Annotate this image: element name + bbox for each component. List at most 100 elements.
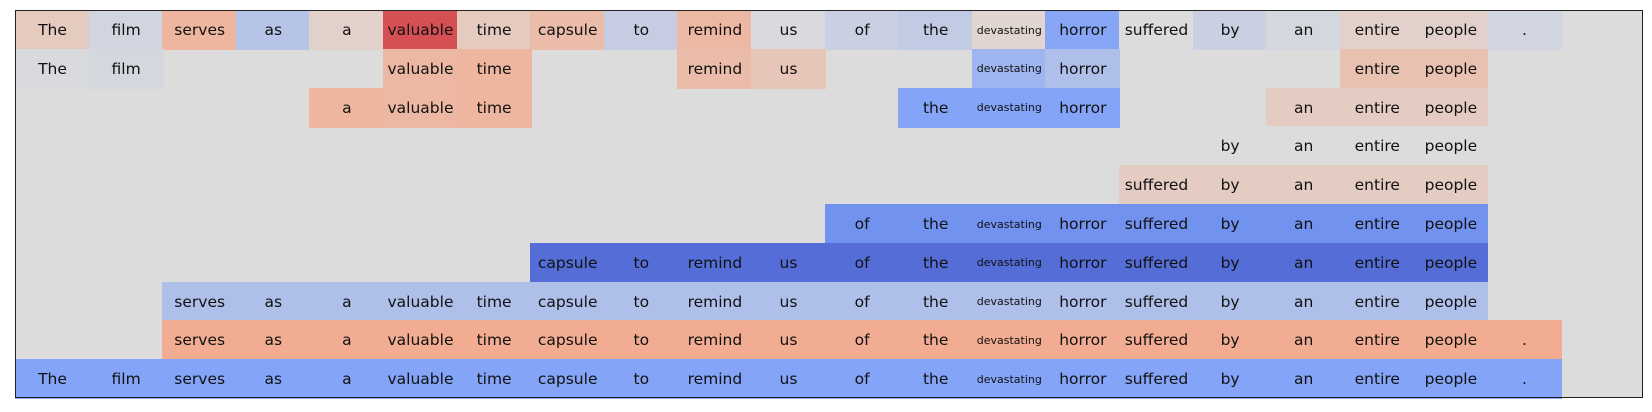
heatmap-cell: of bbox=[824, 10, 900, 50]
heatmap-cell: serves bbox=[162, 10, 238, 50]
heatmap-cell: serves bbox=[162, 281, 238, 322]
heatmap-cell: horror bbox=[1045, 359, 1121, 400]
heatmap-cell: entire bbox=[1339, 48, 1415, 89]
heatmap-cell: suffered bbox=[1119, 320, 1194, 361]
heatmap-cell: a bbox=[309, 320, 385, 361]
heatmap-cell: by bbox=[1192, 10, 1268, 50]
heatmap-cell: film bbox=[88, 359, 164, 400]
heatmap-cell: valuable bbox=[383, 10, 458, 50]
heatmap-cell: an bbox=[1266, 87, 1342, 128]
heatmap-cell: the bbox=[898, 359, 974, 400]
heatmap-cell: us bbox=[751, 281, 826, 322]
heatmap-cell: a bbox=[309, 359, 385, 400]
heatmap-cell: suffered bbox=[1119, 165, 1194, 206]
heatmap-cell: by bbox=[1192, 320, 1268, 361]
heatmap-cell: people bbox=[1413, 165, 1489, 206]
heatmap-cell: the bbox=[898, 87, 974, 128]
heatmap-cell: devastating bbox=[971, 359, 1047, 400]
heatmap-cell: the bbox=[898, 320, 974, 361]
heatmap-cell: horror bbox=[1045, 204, 1121, 244]
heatmap-cell: to bbox=[603, 10, 679, 50]
heatmap-cell: . bbox=[1487, 320, 1562, 361]
heatmap-cell: horror bbox=[1045, 281, 1121, 322]
heatmap-cell: remind bbox=[677, 281, 753, 322]
heatmap-cell: entire bbox=[1339, 126, 1415, 167]
heatmap-cell: people bbox=[1413, 126, 1489, 167]
heatmap-cell: a bbox=[309, 10, 385, 50]
heatmap-cell: by bbox=[1192, 242, 1268, 283]
heatmap-cell: suffered bbox=[1119, 359, 1194, 400]
heatmap-cell: The bbox=[15, 10, 90, 50]
heatmap-cell: suffered bbox=[1119, 10, 1194, 50]
heatmap-cell: by bbox=[1192, 281, 1268, 322]
heatmap-cell: time bbox=[456, 48, 532, 89]
heatmap-cell: us bbox=[751, 359, 826, 400]
heatmap-cell: as bbox=[235, 359, 311, 400]
heatmap-cell: entire bbox=[1339, 10, 1415, 50]
heatmap-cell: of bbox=[824, 320, 900, 361]
heatmap-cell: people bbox=[1413, 320, 1489, 361]
heatmap-cell: by bbox=[1192, 126, 1268, 167]
heatmap-cell: the bbox=[898, 281, 974, 322]
heatmap-cell: by bbox=[1192, 204, 1268, 244]
heatmap-cell: capsule bbox=[530, 10, 606, 50]
heatmap-cell: entire bbox=[1339, 320, 1415, 361]
heatmap-cell: The bbox=[15, 359, 90, 400]
heatmap-cell: capsule bbox=[530, 242, 606, 283]
heatmap-cell: people bbox=[1413, 204, 1489, 244]
heatmap-cell: devastating bbox=[971, 10, 1047, 50]
heatmap-cell: us bbox=[751, 242, 826, 283]
heatmap-cell: a bbox=[309, 87, 385, 128]
heatmap-cell: film bbox=[88, 48, 164, 89]
heatmap-cell: film bbox=[88, 10, 164, 50]
heatmap-cell: remind bbox=[677, 359, 753, 400]
heatmap-cell: time bbox=[456, 281, 532, 322]
heatmap-cell: an bbox=[1266, 320, 1342, 361]
heatmap-cell: horror bbox=[1045, 10, 1121, 50]
heatmap-cell: devastating bbox=[971, 204, 1047, 244]
heatmap-cell: entire bbox=[1339, 281, 1415, 322]
heatmap-cell: a bbox=[309, 281, 385, 322]
heatmap-cell: of bbox=[824, 204, 900, 244]
heatmap-cell: time bbox=[456, 10, 532, 50]
heatmap-cell: capsule bbox=[530, 359, 606, 400]
heatmap-cell: an bbox=[1266, 10, 1342, 50]
heatmap-cell: horror bbox=[1045, 48, 1121, 89]
heatmap-cell: by bbox=[1192, 165, 1268, 206]
heatmap-cell: an bbox=[1266, 359, 1342, 400]
heatmap-cell: an bbox=[1266, 204, 1342, 244]
heatmap-cell: capsule bbox=[530, 281, 606, 322]
heatmap-cell: horror bbox=[1045, 242, 1121, 283]
heatmap-cell: serves bbox=[162, 359, 238, 400]
heatmap-cell: suffered bbox=[1119, 204, 1194, 244]
heatmap-cell: of bbox=[824, 242, 900, 283]
heatmap-cell: by bbox=[1192, 359, 1268, 400]
heatmap-cell: The bbox=[15, 48, 90, 89]
heatmap-cell: the bbox=[898, 204, 974, 244]
heatmap-cell: valuable bbox=[383, 320, 458, 361]
heatmap-cell: devastating bbox=[971, 281, 1047, 322]
heatmap-cell: devastating bbox=[971, 48, 1047, 89]
heatmap-cell: entire bbox=[1339, 165, 1415, 206]
heatmap-cell: us bbox=[751, 320, 826, 361]
heatmap-cell: the bbox=[898, 242, 974, 283]
heatmap-cell: as bbox=[235, 320, 311, 361]
heatmap-cell: to bbox=[603, 320, 679, 361]
heatmap-cell: an bbox=[1266, 281, 1342, 322]
heatmap-cell: entire bbox=[1339, 242, 1415, 283]
heatmap-cell: . bbox=[1487, 359, 1562, 400]
heatmap-cell: an bbox=[1266, 242, 1342, 283]
heatmap-cell: remind bbox=[677, 48, 753, 89]
heatmap-cell: people bbox=[1413, 48, 1489, 89]
heatmap-cell: remind bbox=[677, 242, 753, 283]
heatmap-cell: entire bbox=[1339, 204, 1415, 244]
heatmap-cell: time bbox=[456, 359, 532, 400]
heatmap-cell: people bbox=[1413, 242, 1489, 283]
heatmap-cell: as bbox=[235, 281, 311, 322]
heatmap-cell: an bbox=[1266, 126, 1342, 167]
heatmap-cell: remind bbox=[677, 10, 753, 50]
heatmap-cell: time bbox=[456, 87, 532, 128]
heatmap-cell: people bbox=[1413, 10, 1489, 50]
heatmap-cell: suffered bbox=[1119, 242, 1194, 283]
